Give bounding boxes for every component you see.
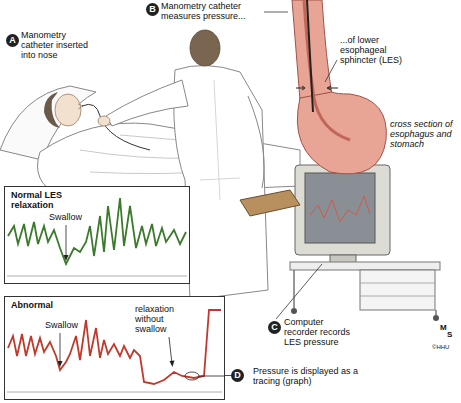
callout-letter: C [268,321,281,334]
callout-circle: A [6,34,19,47]
sphincter-arrows [296,86,338,90]
panel-heading: Normal LES relaxation [11,191,73,211]
baseline [7,392,222,393]
clinician-arm [106,80,188,126]
callout-circle: B [146,3,159,16]
drawer-lines [360,283,435,296]
pointer-label: Swallow [45,321,78,331]
callout-text: ...of lower esophageal sphincter (LES) [340,36,412,66]
cart-wheel [433,315,439,321]
red-tracing [8,310,221,384]
panel-ground [4,186,190,284]
callout-letter: D [231,369,244,382]
coat-folds [200,80,240,200]
baseline [7,276,187,277]
cart-legs [294,270,436,316]
signature: S [447,331,452,340]
leader-line [264,12,288,13]
cart-top [290,262,440,270]
callout-letter: B [146,3,159,16]
callout-letter: A [6,34,19,47]
patient-nose [78,104,83,109]
copyright: ©HHU [432,344,449,351]
graph-panel: AbnormalSwallow relaxation without swallo… [4,296,225,400]
cart-drawers [360,270,435,310]
inset-catheter [307,0,313,112]
signature: M [440,324,447,333]
monitor [295,165,390,255]
abnormal-graph [7,310,224,392]
pointer-arrow [66,225,67,258]
leader-line [276,264,322,319]
pointer-arrow [60,333,61,364]
stomach [297,92,386,174]
callout-text: Manometry catheter measures pressure... [161,2,261,22]
patient-head [55,94,81,126]
callout-circle: C [268,321,281,334]
clinician-right-arm [248,96,264,188]
pointer-label: relaxation without swallow [135,305,197,335]
leader-line [325,60,337,82]
callout-text: Manometry catheter inserted into nose [21,31,95,61]
panel-heading: Abnormal [11,301,53,311]
keyboard [240,190,300,216]
arrow-head [58,361,63,367]
monitor-screen [305,173,375,243]
cart-wheel [291,308,297,314]
panel-ground [4,296,225,400]
screen-tracing [310,196,370,222]
graph-panel: Normal LES relaxationSwallow [4,186,190,284]
lumen [304,0,350,140]
leader-line [199,376,224,377]
arrow-head [64,255,69,261]
callout-text: Computer recorder records LES pressure [284,318,356,348]
highlight-oval [185,372,199,380]
callout-text: cross section of esophagus and stomach [390,120,458,150]
arrow-head [170,361,175,367]
clinician-hand [98,116,110,126]
callout-text: Pressure is displayed as a tracing (grap… [253,367,375,387]
pointer-arrow [169,337,172,364]
pointer-label: Swallow [49,213,82,223]
callout-circle: D [231,369,244,382]
clinician-head [190,30,220,66]
